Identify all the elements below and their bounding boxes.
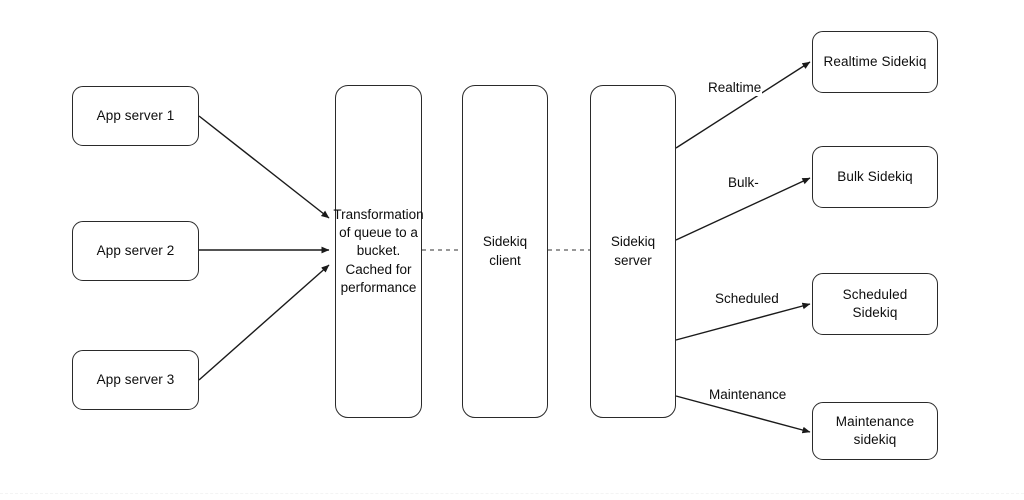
edge-label-realtime: Realtime bbox=[707, 80, 763, 97]
node-transformation-label: Transformation of queue to a bucket. Cac… bbox=[333, 207, 424, 295]
edge-sidekiq-server-to-bulk-sidekiq bbox=[675, 177, 811, 241]
edge-label-maintenance: Maintenance bbox=[708, 387, 788, 404]
node-app-server-3-label: App server 3 bbox=[96, 372, 175, 388]
node-sidekiq-server[interactable]: Sidekiq server bbox=[590, 85, 676, 418]
node-sidekiq-client-label: Sidekiq client bbox=[482, 234, 528, 268]
edge-sidekiq-server-to-scheduled-sidekiq bbox=[675, 302, 811, 341]
node-maintenance-sidekiq-label: Maintenance sidekiq bbox=[835, 414, 915, 447]
node-scheduled-sidekiq-label: Scheduled Sidekiq bbox=[842, 287, 908, 320]
edge-sidekiq-server-to-maintenance-sidekiq bbox=[675, 395, 811, 434]
node-app-server-2[interactable]: App server 2 bbox=[72, 221, 199, 281]
node-app-server-1[interactable]: App server 1 bbox=[72, 86, 199, 146]
edge-app-server-1-to-transformation bbox=[198, 115, 330, 219]
node-scheduled-sidekiq[interactable]: Scheduled Sidekiq bbox=[812, 273, 938, 335]
node-maintenance-sidekiq[interactable]: Maintenance sidekiq bbox=[812, 402, 938, 460]
edge-label-bulk: Bulk- bbox=[727, 175, 760, 192]
node-transformation[interactable]: Transformation of queue to a bucket. Cac… bbox=[333, 85, 424, 418]
edge-sidekiq-server-to-realtime-sidekiq bbox=[675, 61, 811, 149]
node-sidekiq-client[interactable]: Sidekiq client bbox=[462, 85, 548, 418]
node-bulk-sidekiq[interactable]: Bulk Sidekiq bbox=[812, 146, 938, 208]
bottom-divider bbox=[0, 493, 1024, 495]
node-realtime-sidekiq[interactable]: Realtime Sidekiq bbox=[812, 31, 938, 93]
node-sidekiq-server-label: Sidekiq server bbox=[610, 234, 656, 268]
node-app-server-2-label: App server 2 bbox=[96, 243, 175, 259]
node-app-server-1-label: App server 1 bbox=[96, 108, 175, 124]
node-app-server-3[interactable]: App server 3 bbox=[72, 350, 199, 410]
node-bulk-sidekiq-label: Bulk Sidekiq bbox=[837, 169, 913, 185]
edge-label-scheduled: Scheduled bbox=[714, 291, 780, 308]
node-realtime-sidekiq-label: Realtime Sidekiq bbox=[823, 54, 927, 70]
edge-app-server-3-to-transformation bbox=[198, 264, 330, 381]
